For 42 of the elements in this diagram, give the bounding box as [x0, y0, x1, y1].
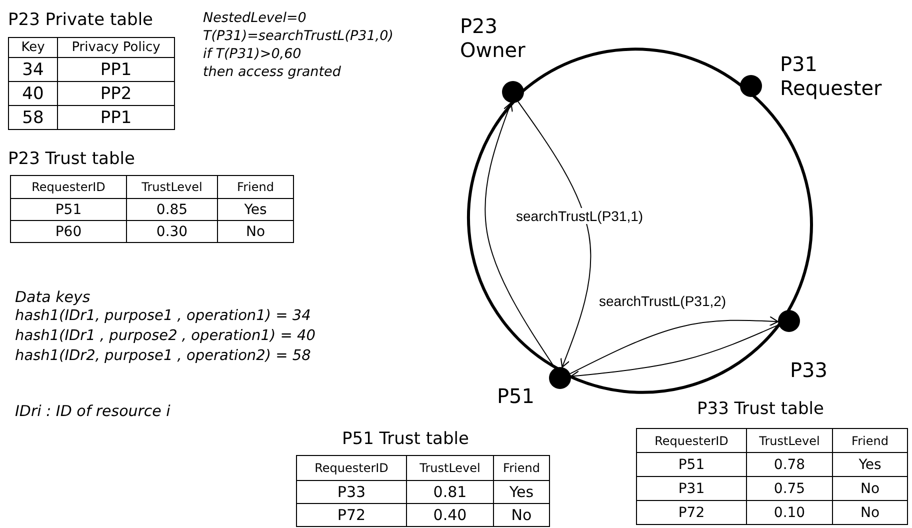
- table-header-cell: RequesterID: [296, 455, 407, 481]
- node-label: P31 Requester: [780, 52, 883, 100]
- edge-label: searchTrustL(P31,2): [598, 293, 728, 310]
- table-cell: No: [832, 500, 908, 525]
- node-dot: [778, 310, 800, 332]
- table-cell: No: [217, 220, 294, 243]
- node-label: P51: [497, 384, 536, 408]
- table-cell: 58: [8, 105, 58, 130]
- arrow: [570, 316, 779, 374]
- table-header-cell: RequesterID: [636, 428, 747, 453]
- table-header-cell: Privacy Policy: [57, 37, 175, 58]
- table-header-cell: Friend: [493, 455, 550, 481]
- table-cell: P72: [636, 500, 747, 525]
- note-text: Data keys: [15, 289, 90, 306]
- table-cell: PP1: [57, 105, 175, 130]
- node-dot: [549, 367, 571, 389]
- note-text: then access granted: [203, 65, 341, 80]
- note-text: NestedLevel=0: [203, 11, 306, 26]
- arrow: [518, 101, 592, 368]
- edge-label: searchTrustL(P31,1): [515, 208, 644, 224]
- table-title: P23 Trust table: [8, 150, 135, 169]
- node-dot: [740, 75, 762, 97]
- table-cell: P72: [296, 503, 407, 527]
- table-header-cell: Friend: [832, 428, 908, 453]
- node-dot: [502, 81, 524, 103]
- connector-line: [751, 94, 813, 313]
- note-text: hash1(IDr1 , purpose2 , operation1) = 40: [15, 329, 316, 345]
- table-cell: P60: [10, 220, 127, 243]
- table-header-cell: Key: [8, 37, 58, 58]
- node-label: P23 Owner: [460, 14, 526, 62]
- table-title: P51 Trust table: [342, 430, 469, 449]
- node-label: P33: [790, 358, 829, 382]
- table-header-cell: Friend: [217, 175, 294, 199]
- table-header-cell: RequesterID: [10, 175, 127, 199]
- note-text: hash1(IDr1, purpose1 , operation1) = 34: [15, 309, 311, 325]
- note-text: T(P31)=searchTrustL(P31,0): [203, 29, 394, 44]
- table-cell: No: [493, 503, 550, 527]
- note-text: hash1(IDr2, purpose1 , operation2) = 58: [15, 349, 311, 365]
- note-text: IDri : ID of resource i: [15, 403, 170, 420]
- table-title: P23 Private table: [8, 11, 154, 30]
- table-title: P33 Trust table: [697, 400, 824, 419]
- note-text: if T(P31)>0,60: [203, 47, 302, 62]
